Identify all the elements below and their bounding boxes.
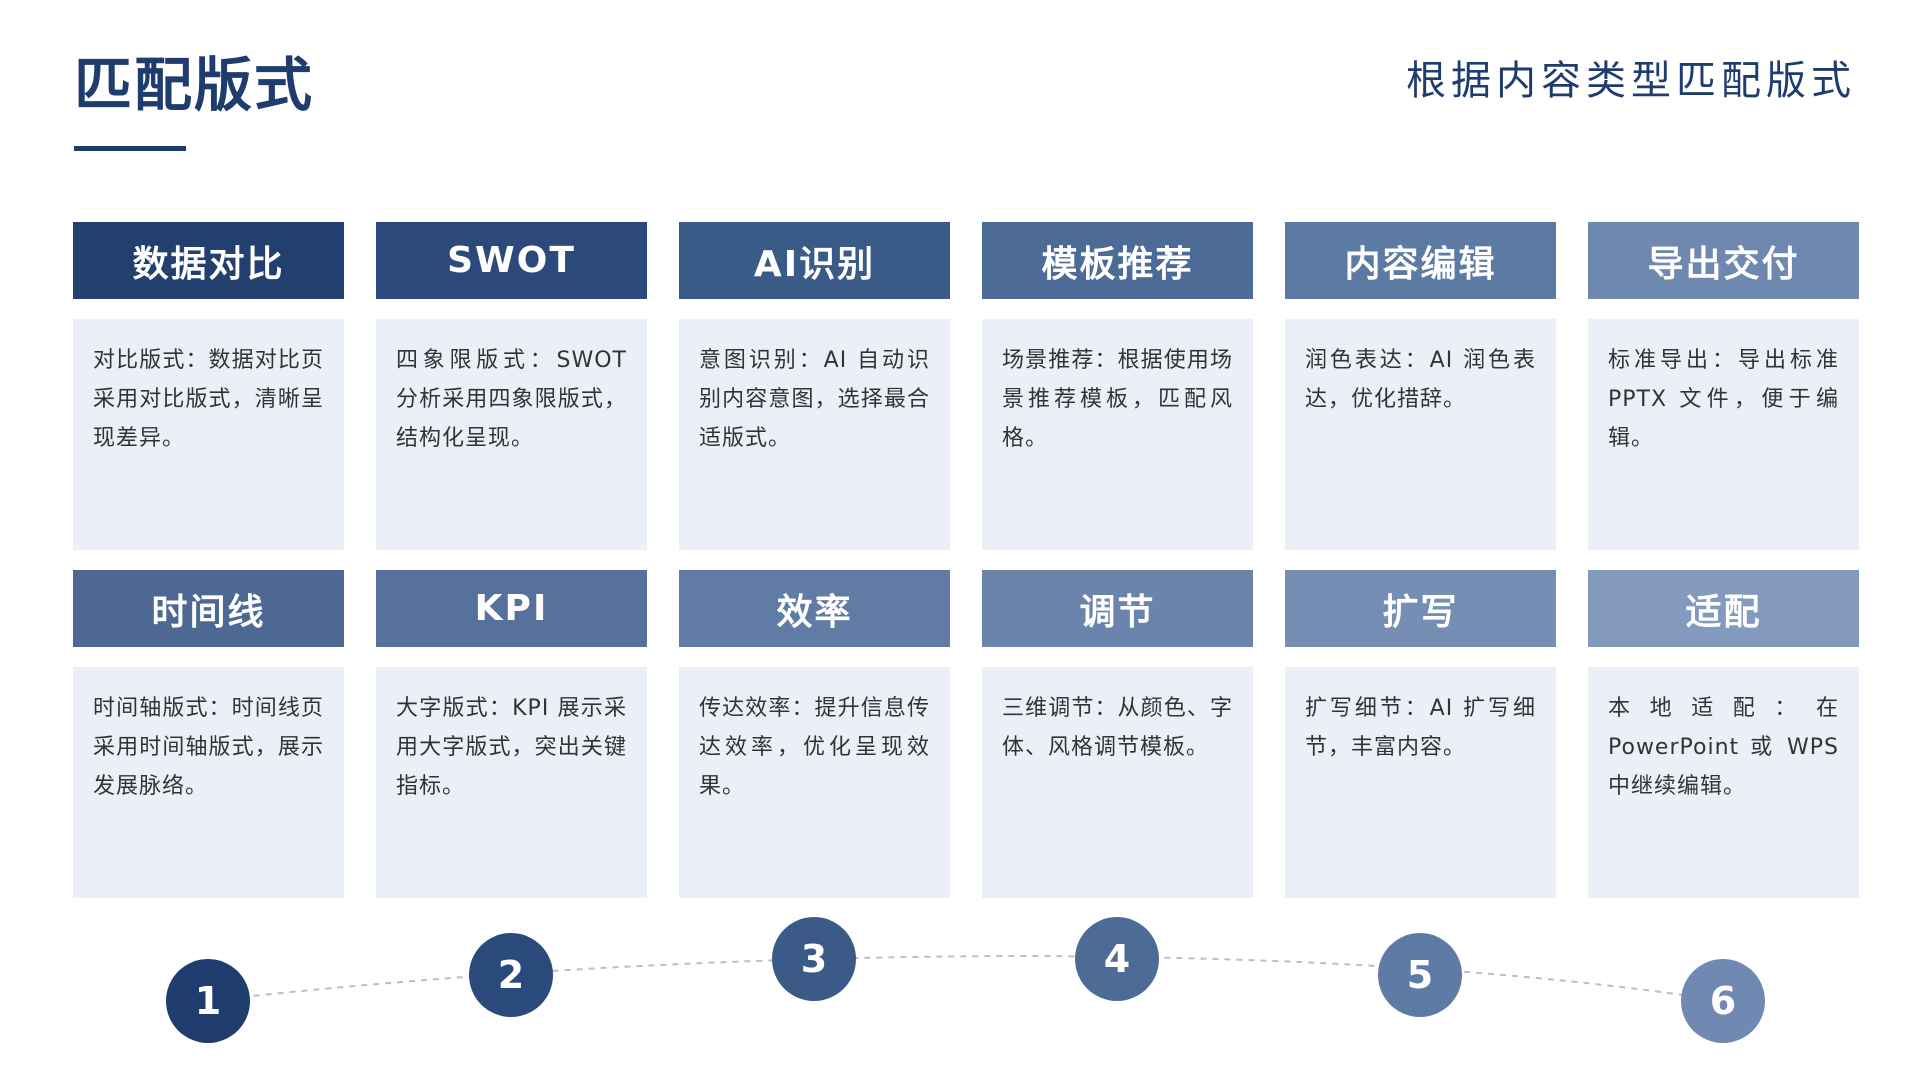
card-body: 传达效率：提升信息传达效率，优化呈现效果。	[679, 667, 950, 898]
card-heading: 内容编辑	[1285, 222, 1556, 299]
card-body: 润色表达：AI 润色表达，优化措辞。	[1285, 319, 1556, 550]
card-heading: 导出交付	[1588, 222, 1859, 299]
step-marker-1: 1	[166, 959, 250, 1043]
card-heading: 调节	[982, 570, 1253, 647]
page-subtitle: 根据内容类型匹配版式	[1406, 58, 1856, 104]
step-timeline: 1 2 3 4 5 6	[0, 900, 1920, 1080]
step-marker-2: 2	[469, 933, 553, 1017]
card-body: 时间轴版式：时间线页采用时间轴版式，展示发展脉络。	[73, 667, 344, 898]
card-body: 四象限版式：SWOT 分析采用四象限版式，结构化呈现。	[376, 319, 647, 550]
card-heading: 模板推荐	[982, 222, 1253, 299]
feature-grid: 数据对比 SWOT AI识别 模板推荐 内容编辑 导出交付 对比版式：数据对比页…	[73, 222, 1859, 898]
card-heading: 适配	[1588, 570, 1859, 647]
card-heading: 扩写	[1285, 570, 1556, 647]
card-heading: 效率	[679, 570, 950, 647]
card-body: 扩写细节：AI 扩写细节，丰富内容。	[1285, 667, 1556, 898]
card-body: 标准导出：导出标准 PPTX 文件，便于编辑。	[1588, 319, 1859, 550]
step-marker-5: 5	[1378, 933, 1462, 1017]
step-marker-6: 6	[1681, 959, 1765, 1043]
card-body: 意图识别：AI 自动识别内容意图，选择最合适版式。	[679, 319, 950, 550]
card-heading: AI识别	[679, 222, 950, 299]
card-body: 本地适配：在 PowerPoint 或 WPS 中继续编辑。	[1588, 667, 1859, 898]
step-connector	[205, 954, 1725, 1002]
card-body: 场景推荐：根据使用场景推荐模板，匹配风格。	[982, 319, 1253, 550]
page-title: 匹配版式	[74, 51, 315, 119]
title-underline	[74, 146, 186, 151]
card-body: 三维调节：从颜色、字体、风格调节模板。	[982, 667, 1253, 898]
card-heading: KPI	[376, 570, 647, 647]
step-marker-3: 3	[772, 917, 856, 1001]
card-body: 大字版式：KPI 展示采用大字版式，突出关键指标。	[376, 667, 647, 898]
card-heading: 数据对比	[73, 222, 344, 299]
card-heading: SWOT	[376, 222, 647, 299]
step-marker-4: 4	[1075, 917, 1159, 1001]
card-body: 对比版式：数据对比页采用对比版式，清晰呈现差异。	[73, 319, 344, 550]
card-heading: 时间线	[73, 570, 344, 647]
